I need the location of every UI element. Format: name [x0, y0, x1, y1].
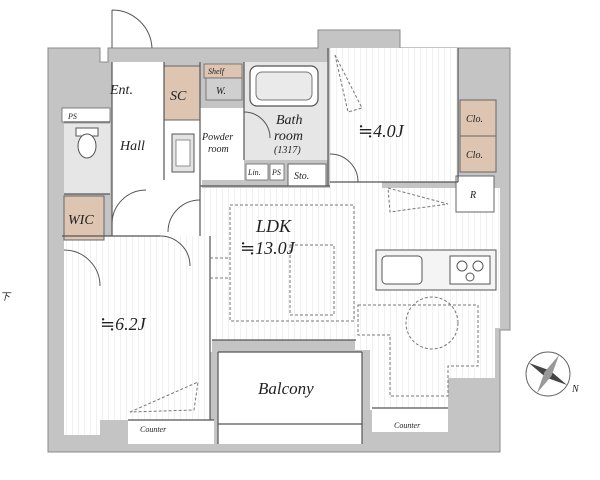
western-room-north-label: ≒4.0J [358, 121, 405, 141]
bath-size-label: (1317) [274, 145, 301, 156]
counter-right-label: Counter [394, 421, 421, 430]
hall-label: Hall [119, 139, 145, 154]
ldk-size-label: ≒13.0J [240, 238, 296, 258]
bath-label-2: room [274, 129, 303, 144]
powder-label-1: Powder [201, 132, 233, 143]
shoe-closet [163, 65, 201, 121]
western-room-south-label: ≒6.2J [100, 314, 147, 334]
ps-mid-block [269, 163, 285, 181]
shoe-closet-label: SC [170, 89, 187, 104]
wash-basin [171, 133, 195, 173]
closet-1-label: Clo. [466, 114, 483, 125]
shelf-label: Shelf [208, 67, 226, 76]
linen-block [245, 163, 269, 181]
kitchen-counter [375, 249, 497, 291]
entrance-label: Ent. [109, 83, 133, 98]
storage-blocks [61, 63, 497, 241]
compass-north-label: N [571, 384, 580, 395]
compass-rose [525, 351, 571, 397]
edge-glyph: 下 [0, 292, 12, 303]
toilet [75, 127, 99, 159]
closet-2-block [459, 135, 497, 173]
refrigerator-label: R [469, 190, 476, 201]
fridge-block [455, 175, 495, 213]
ldk-label: LDK [255, 216, 292, 236]
linen-label: Lin. [247, 168, 261, 177]
dashed-outlines [129, 54, 479, 413]
ps-mid-label: PS [271, 168, 281, 177]
wic-label: WIC [68, 213, 94, 228]
storage-label: Sto. [294, 171, 309, 182]
ps-left-label: PS [67, 112, 77, 121]
counter-left-label: Counter [140, 425, 167, 434]
balcony-label: Balcony [258, 379, 314, 398]
interior-walls [62, 48, 459, 444]
closet-2-label: Clo. [466, 150, 483, 161]
bath-label-1: Bath [276, 113, 302, 128]
powder-label-2: room [208, 144, 229, 155]
door-swings [63, 9, 359, 287]
closet-1-block [459, 99, 497, 137]
wic-block [63, 195, 105, 241]
washer-block [205, 77, 243, 101]
floor-areas [64, 48, 500, 444]
bathtub [249, 65, 319, 107]
washer-label: W. [216, 86, 226, 97]
